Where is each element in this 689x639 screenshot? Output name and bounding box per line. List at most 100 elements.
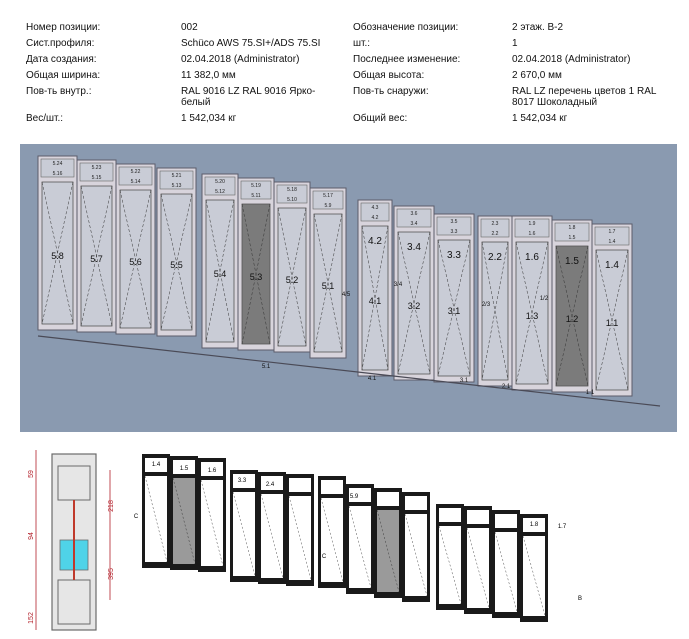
sash-opening-line bbox=[80, 185, 113, 327]
transom-label: 2.2 bbox=[492, 231, 499, 237]
sash-opening-line bbox=[313, 213, 343, 353]
transom-glass bbox=[276, 184, 308, 204]
dark-transom-glass bbox=[349, 488, 371, 502]
dark-transom-glass bbox=[405, 496, 427, 510]
transom-glass bbox=[118, 166, 153, 186]
sash-opening-line bbox=[241, 203, 271, 345]
transom-label: 3.5 bbox=[451, 219, 458, 225]
transom-glass bbox=[204, 176, 236, 196]
joint-label: 2/3 bbox=[482, 302, 491, 308]
dark-opening-line bbox=[144, 475, 168, 563]
transom-label: 1.4 bbox=[609, 239, 616, 245]
info-label: Вес/шт.: bbox=[26, 113, 64, 124]
info-label: Сист.профиля: bbox=[26, 38, 95, 49]
info-label: Обозначение позиции: bbox=[353, 22, 459, 33]
transom-label: 1.5 bbox=[569, 235, 576, 241]
dark-label: B bbox=[578, 596, 582, 602]
info-label: Общая высота: bbox=[353, 70, 425, 81]
transom-glass bbox=[79, 162, 114, 182]
transom-label: 5.16 bbox=[53, 171, 63, 177]
transom-glass bbox=[514, 218, 550, 238]
sash-label: 3.2 bbox=[408, 301, 421, 311]
transom-glass bbox=[312, 190, 344, 210]
dark-label: 1.6 bbox=[208, 468, 217, 474]
dark-label: 1.5 bbox=[180, 466, 189, 472]
info-label: шт.: bbox=[353, 38, 371, 49]
dark-opening-line bbox=[522, 535, 546, 617]
sash-opening-line bbox=[361, 225, 389, 371]
transom-label: 5.9 bbox=[325, 203, 332, 209]
joint-label: 4.1 bbox=[368, 376, 377, 382]
sash-opening-line bbox=[555, 245, 589, 387]
dark-label: C bbox=[322, 554, 327, 560]
ground-line bbox=[37, 335, 661, 407]
dark-opening-line bbox=[260, 493, 284, 579]
info-value: Schüco AWS 75.SI+/ADS 75.SI bbox=[181, 38, 321, 49]
joint-label: 3/4 bbox=[394, 282, 403, 288]
sash-opening-line bbox=[361, 225, 389, 371]
transom-label: 5.21 bbox=[172, 173, 182, 179]
info-label: Общая ширина: bbox=[26, 70, 101, 81]
transom-glass bbox=[480, 218, 510, 238]
section-label: 2.2 bbox=[488, 252, 502, 263]
transom-label: 5.24 bbox=[53, 161, 63, 167]
dark-transom-glass bbox=[201, 462, 223, 476]
transom-label: 5.20 bbox=[215, 179, 225, 185]
dark-opening-line bbox=[288, 495, 312, 581]
sash-label: 1.3 bbox=[526, 311, 539, 321]
transom-label: 3.3 bbox=[451, 229, 458, 235]
transom-label: 2.3 bbox=[492, 221, 499, 227]
transom-glass bbox=[40, 158, 75, 178]
sash-opening-line bbox=[119, 189, 152, 329]
transom-label: 5.18 bbox=[287, 187, 297, 193]
sash-opening-line bbox=[515, 241, 549, 385]
transom-label: 5.11 bbox=[251, 193, 261, 199]
dark-label: 5.9 bbox=[350, 494, 359, 500]
transom-label: 4.2 bbox=[372, 215, 379, 221]
transom-label: 5.12 bbox=[215, 189, 225, 195]
transom-label: 1.7 bbox=[609, 229, 616, 235]
info-value: 2 670,0 мм bbox=[512, 70, 562, 81]
info-value: 02.04.2018 (Administrator) bbox=[181, 54, 300, 65]
transom-label: 5.22 bbox=[131, 169, 141, 175]
dark-transom-glass bbox=[523, 518, 545, 532]
joint-label: 1/2 bbox=[540, 296, 549, 302]
sash-opening-line bbox=[437, 239, 471, 377]
dark-transom-glass bbox=[377, 492, 399, 506]
dark-transom-glass bbox=[261, 476, 283, 490]
transom-label: 5.13 bbox=[172, 183, 182, 189]
transom-glass bbox=[594, 226, 630, 246]
sash-label: 5.1 bbox=[322, 281, 335, 291]
sash-opening-line bbox=[277, 207, 307, 347]
joint-label: 4/5 bbox=[342, 292, 351, 298]
sash-label: 5.7 bbox=[90, 254, 103, 264]
sash-label: 3.1 bbox=[448, 306, 461, 316]
info-value: 02.04.2018 (Administrator) bbox=[512, 54, 631, 65]
profile-dimension: 395 bbox=[108, 568, 115, 580]
transom-glass bbox=[554, 222, 590, 242]
sash-label: 4.1 bbox=[369, 296, 382, 306]
dark-transom-glass bbox=[439, 508, 461, 522]
transom-label: 3.4 bbox=[411, 221, 418, 227]
transom-glass bbox=[159, 170, 194, 190]
dark-opening-line bbox=[172, 477, 196, 565]
transom-label: 1.9 bbox=[529, 221, 536, 227]
transom-glass bbox=[240, 180, 272, 200]
dark-transom-glass bbox=[145, 458, 167, 472]
sash-opening-line bbox=[481, 241, 509, 381]
info-label: Общий вес: bbox=[353, 113, 408, 124]
sash-label: 1.2 bbox=[566, 314, 579, 324]
info-value: 11 382,0 мм bbox=[181, 70, 236, 81]
transom-glass bbox=[360, 202, 390, 222]
sash-label: 5.5 bbox=[170, 260, 183, 270]
sash-label: 5.3 bbox=[250, 272, 263, 282]
sash-opening-line bbox=[595, 249, 629, 391]
dark-label: 3.3 bbox=[238, 478, 247, 484]
dark-opening-line bbox=[466, 527, 490, 609]
section-label: 4.2 bbox=[368, 236, 382, 247]
transom-label: 5.15 bbox=[92, 175, 102, 181]
profile-dimension: 94 bbox=[28, 532, 35, 540]
joint-label: 1.1 bbox=[586, 390, 595, 396]
sash-label: 5.2 bbox=[286, 275, 299, 285]
